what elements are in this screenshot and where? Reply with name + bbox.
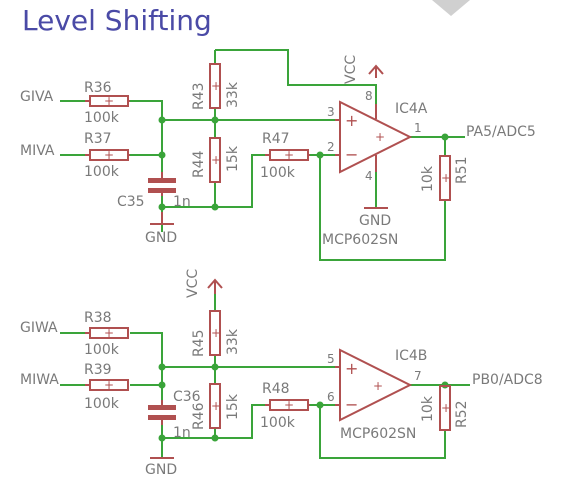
ic4a-pin-vcc: 8 [365, 89, 373, 103]
ic4a-pin-plus: 3 [327, 105, 335, 119]
resistor-r37: + [85, 148, 130, 162]
resistor-r45: + [209, 310, 221, 356]
r45-value: 33k [225, 328, 241, 355]
capacitor-c35 [148, 172, 176, 196]
r51-value: 10k [420, 165, 436, 192]
r36-name: R36 [84, 80, 112, 96]
r46-name: R46 [191, 402, 207, 430]
opamp-ic4a: + − + [335, 100, 413, 174]
output-pb0-adc8: PB0/ADC8 [472, 372, 543, 388]
c35-value: 1n [173, 194, 191, 210]
output-pa5-adc5: PA5/ADC5 [466, 124, 536, 140]
c35-name: C35 [117, 194, 145, 210]
resistor-r44: + [209, 137, 221, 183]
r47-value: 100k [260, 165, 296, 181]
input-miwa: MIWA [20, 372, 59, 388]
page-title: Level Shifting [22, 4, 212, 37]
r45-name: R45 [191, 329, 207, 357]
svg-text:+: + [104, 94, 114, 108]
capacitor-c36 [148, 400, 176, 425]
ic4a-pin-out: 1 [414, 121, 422, 135]
r38-name: R38 [84, 310, 112, 326]
input-giva: GIVA [20, 89, 54, 105]
top-circuit: + R36 100k + R37 100k GIVA MIVA + R43 33… [20, 49, 536, 261]
bottom-circuit: + R38 100k + R39 100k GIWA MIWA VCC + R4… [20, 269, 543, 478]
r52-value: 10k [420, 395, 436, 422]
svg-text:+: + [345, 111, 358, 130]
svg-text:+: + [284, 398, 294, 412]
svg-text:+: + [211, 399, 221, 413]
r37-name: R37 [84, 131, 112, 147]
svg-text:+: + [211, 79, 221, 93]
r46-value: 15k [225, 393, 241, 420]
resistor-r39: + [85, 378, 129, 392]
svg-text:−: − [345, 395, 358, 414]
ic4a-pin-gnd: 4 [365, 169, 373, 183]
svg-text:+: + [375, 130, 385, 144]
r37-value: 100k [84, 164, 120, 180]
ic4b-part: MCP602SN [340, 426, 416, 442]
resistor-r38: + [85, 326, 129, 340]
r51-name: R51 [454, 156, 470, 184]
svg-text:+: + [211, 326, 221, 340]
c36-value: 1n [173, 425, 191, 441]
ic4b-pin-minus: 6 [327, 390, 335, 404]
resistor-r46: + [209, 383, 221, 429]
svg-text:+: + [104, 148, 114, 162]
svg-text:+: + [345, 359, 358, 378]
ic4b-pin-out: 7 [414, 369, 422, 383]
resistor-r36: + [85, 94, 130, 108]
vcc-label-top: VCC [343, 55, 359, 84]
ic4b-name: IC4B [395, 348, 427, 364]
vcc-label-bottom: VCC [185, 269, 201, 298]
gnd-label-top-left: GND [145, 230, 177, 246]
r43-name: R43 [191, 82, 207, 110]
svg-text:+: + [441, 401, 451, 415]
resistor-r51: + [439, 155, 451, 201]
svg-text:+: + [441, 171, 451, 185]
ic4a-pin-minus: 2 [327, 140, 335, 154]
svg-text:+: + [104, 326, 114, 340]
resistor-r52: + [439, 385, 451, 431]
corner-marker [432, 0, 470, 16]
input-giwa: GIWA [20, 320, 58, 336]
gnd-label-bottom: GND [145, 462, 177, 478]
resistor-r48: + [265, 398, 310, 412]
r48-name: R48 [262, 381, 290, 397]
r44-value: 15k [225, 145, 241, 172]
input-miva: MIVA [20, 143, 55, 159]
ic4a-part: MCP602SN [322, 232, 398, 248]
r39-name: R39 [84, 362, 112, 378]
r52-name: R52 [454, 400, 470, 428]
svg-text:+: + [284, 148, 294, 162]
r44-name: R44 [191, 150, 207, 178]
gnd-label-top-opamp: GND [359, 213, 391, 229]
r39-value: 100k [84, 396, 120, 412]
opamp-ic4b: + − + [335, 348, 413, 422]
svg-text:+: + [211, 153, 221, 167]
r48-value: 100k [260, 415, 296, 431]
svg-text:+: + [104, 378, 114, 392]
ic4b-pin-plus: 5 [327, 352, 335, 366]
r38-value: 100k [84, 342, 120, 358]
svg-text:−: − [345, 145, 358, 164]
c36-name: C36 [173, 389, 201, 405]
svg-text:+: + [373, 379, 383, 393]
resistor-r47: + [265, 148, 310, 162]
ic4a-name: IC4A [395, 101, 428, 117]
resistor-r43: + [209, 63, 221, 109]
r43-value: 33k [225, 81, 241, 108]
r36-value: 100k [84, 110, 120, 126]
r47-name: R47 [262, 131, 290, 147]
